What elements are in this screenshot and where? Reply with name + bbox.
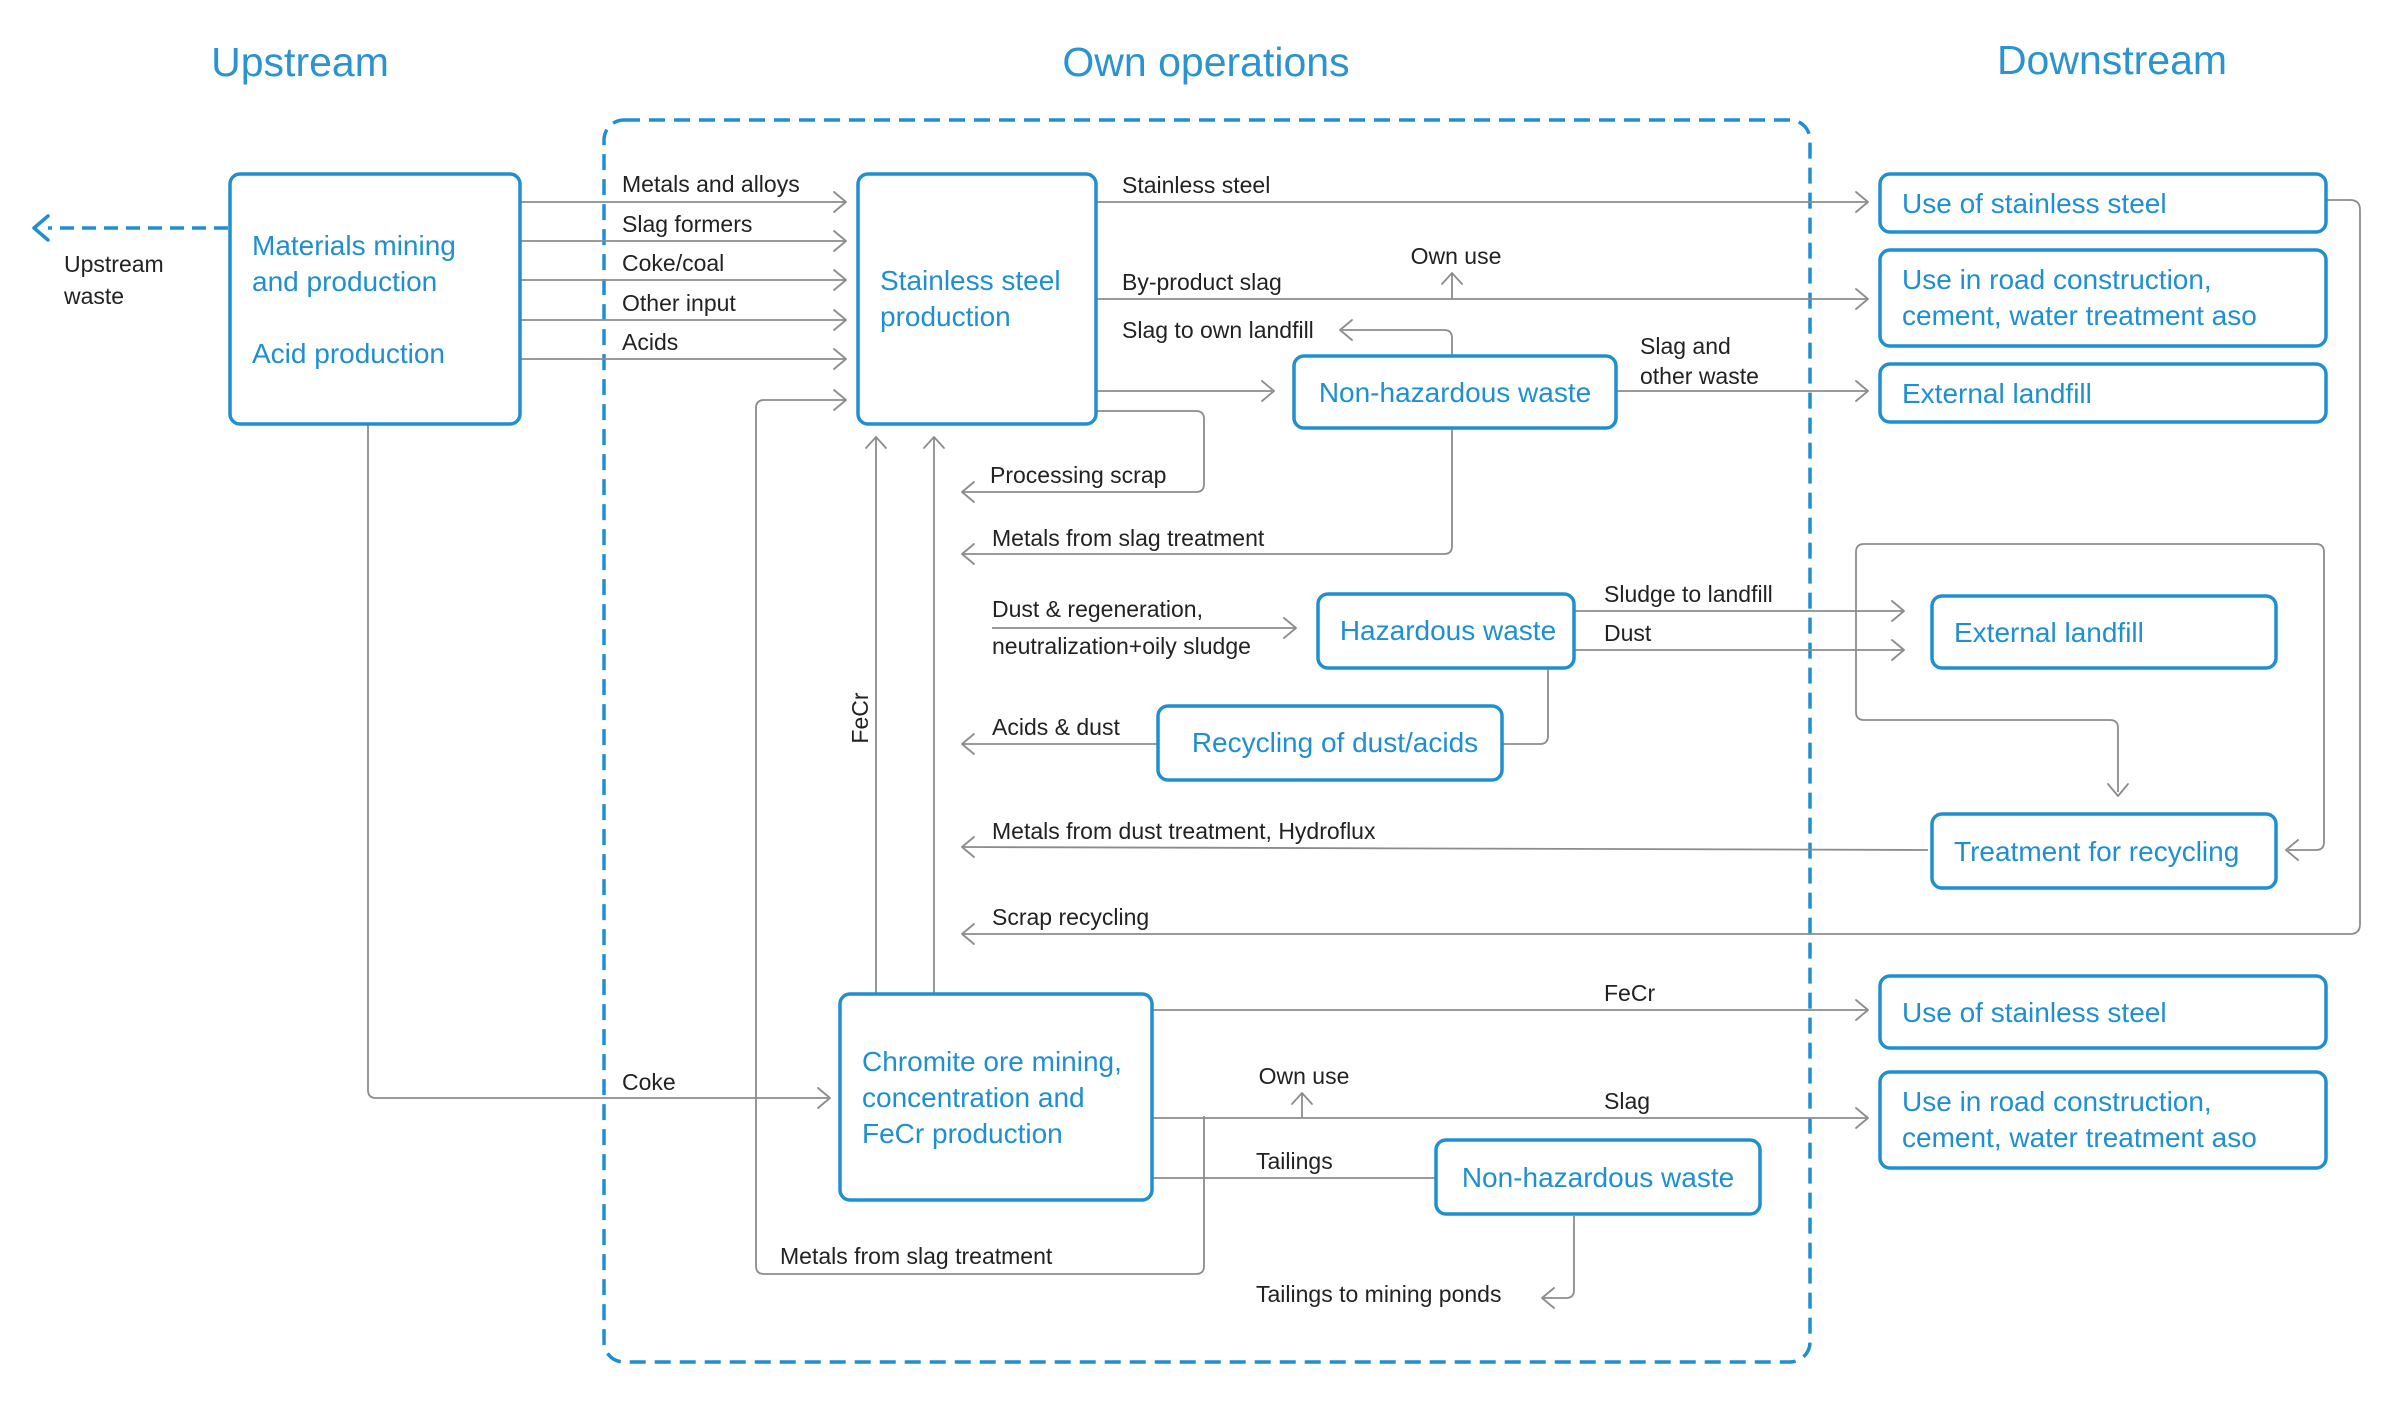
flow-own-use-2: Own use xyxy=(1259,1063,1350,1089)
hazardous-waste-label: Hazardous waste xyxy=(1340,615,1556,646)
flow-processing-scrap: Processing scrap xyxy=(990,462,1166,488)
connectors xyxy=(367,199,2361,1299)
flow-slag-other-waste-1: Slag and xyxy=(1640,333,1731,359)
input-acids: Acids xyxy=(622,329,678,355)
header-own-operations: Own operations xyxy=(1062,39,1349,85)
external-landfill-box-2 xyxy=(1930,594,2278,670)
own-operations-boundary xyxy=(602,118,1812,1364)
road-construction-2-line1: Use in road construction, xyxy=(1902,1086,2212,1117)
non-hazardous-waste-box-2 xyxy=(1434,1138,1762,1216)
chromite-line1: Chromite ore mining, xyxy=(862,1046,1122,1077)
non-hazardous-waste-label-2: Non-hazardous waste xyxy=(1462,1162,1734,1193)
chromite-line2: concentration and xyxy=(862,1082,1085,1113)
treatment-for-recycling-box xyxy=(1930,812,2278,890)
flow-stainless-steel: Stainless steel xyxy=(1122,172,1270,198)
flow-slag-own-landfill: Slag to own landfill xyxy=(1122,317,1314,343)
flow-dust: Dust xyxy=(1604,620,1652,646)
header-upstream: Upstream xyxy=(211,39,389,85)
stainless-steel-production-box xyxy=(856,172,1098,426)
chromite-fecr-production-box xyxy=(838,992,1154,1202)
acid-production-label: Acid production xyxy=(252,338,445,369)
flow-fecr: FeCr xyxy=(1604,980,1655,1006)
upstream-waste-arrowhead xyxy=(32,214,50,242)
flow-dust-regeneration-1: Dust & regeneration, xyxy=(992,596,1203,622)
use-of-stainless-steel-label-1: Use of stainless steel xyxy=(1902,188,2167,219)
flow-own-use-1: Own use xyxy=(1411,243,1502,269)
upstream-waste-label-1: Upstream xyxy=(64,251,164,277)
flow-coke: Coke xyxy=(622,1069,676,1095)
materials-mining-box xyxy=(228,172,522,426)
flow-dust-regeneration-2: neutralization+oily sludge xyxy=(992,633,1251,659)
flow-scrap-recycling: Scrap recycling xyxy=(992,904,1149,930)
header-downstream: Downstream xyxy=(1997,37,2227,83)
external-landfill-box-1 xyxy=(1878,362,2328,424)
recycling-dust-acids-box xyxy=(1156,704,1504,782)
flow-fecr-vertical: FeCr xyxy=(847,692,873,743)
flow-metals-slag-treatment-2: Metals from slag treatment xyxy=(780,1243,1053,1269)
external-landfill-label-1: External landfill xyxy=(1902,378,2092,409)
recycling-dust-acids-label: Recycling of dust/acids xyxy=(1192,727,1478,758)
flow-tailings: Tailings xyxy=(1256,1148,1333,1174)
road-construction-box-2 xyxy=(1878,1070,2328,1170)
input-metals-alloys: Metals and alloys xyxy=(622,171,800,197)
external-landfill-label-2: External landfill xyxy=(1954,617,2144,648)
use-of-stainless-steel-box-1 xyxy=(1878,172,2328,234)
materials-mining-line1: Materials mining xyxy=(252,230,456,261)
flow-metals-dust-treatment: Metals from dust treatment, Hydroflux xyxy=(992,818,1376,844)
materials-mining-line2: and production xyxy=(252,266,437,297)
use-of-stainless-steel-box-2 xyxy=(1878,974,2328,1050)
input-coke-coal: Coke/coal xyxy=(622,250,724,276)
flow-sludge-to-landfill: Sludge to landfill xyxy=(1604,581,1773,607)
stainless-steel-production-line2: production xyxy=(880,301,1011,332)
flow-metals-slag-treatment-1: Metals from slag treatment xyxy=(992,525,1265,551)
input-slag-formers: Slag formers xyxy=(622,211,752,237)
flow-slag-other-waste-2: other waste xyxy=(1640,363,1759,389)
hazardous-waste-box xyxy=(1316,592,1576,670)
non-hazardous-waste-label-1: Non-hazardous waste xyxy=(1319,377,1591,408)
stainless-steel-production-line1: Stainless steel xyxy=(880,265,1061,296)
use-of-stainless-steel-label-2: Use of stainless steel xyxy=(1902,997,2167,1028)
road-construction-2-line2: cement, water treatment aso xyxy=(1902,1122,2257,1153)
road-construction-1-line2: cement, water treatment aso xyxy=(1902,300,2257,331)
flow-tailings-to-ponds: Tailings to mining ponds xyxy=(1256,1281,1501,1307)
non-hazardous-waste-box-1 xyxy=(1292,354,1618,430)
arrowheads xyxy=(817,191,2299,1309)
input-other: Other input xyxy=(622,290,736,316)
flow-byproduct-slag: By-product slag xyxy=(1122,269,1282,295)
upstream-waste-label-2: waste xyxy=(63,283,124,309)
flow-slag: Slag xyxy=(1604,1088,1650,1114)
treatment-for-recycling-label: Treatment for recycling xyxy=(1954,836,2239,867)
road-construction-box-1 xyxy=(1878,248,2328,348)
flow-acids-dust: Acids & dust xyxy=(992,714,1120,740)
chromite-line3: FeCr production xyxy=(862,1118,1063,1149)
road-construction-1-line1: Use in road construction, xyxy=(1902,264,2212,295)
